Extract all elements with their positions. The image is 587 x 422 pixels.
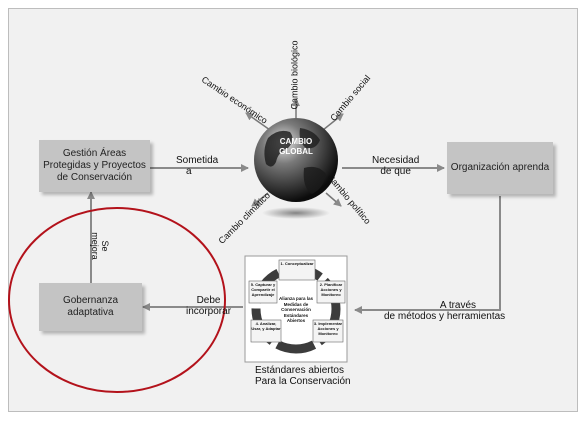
edge-label-debe: Debe incorporar	[186, 295, 231, 317]
node-gobernanza-label: Gobernanza adaptativa	[62, 295, 119, 318]
standards-step3: 3. Implementar Acciones y Monitoreo	[313, 321, 343, 336]
edge-label-se-mejora-line1: Se	[99, 240, 110, 252]
edge-label-sometida: Sometida a	[176, 155, 218, 177]
globe-shadow	[262, 207, 330, 219]
edge-label-atraves: A través de métodos y herramientas	[384, 300, 506, 322]
arrow-to-cambio-economico	[245, 112, 271, 131]
standards-caption-line1: Estándares abiertos	[255, 365, 344, 376]
edge-label-se-mejora-line2: mejora	[89, 232, 100, 260]
standards-step2: 2. Planificar Acciones y Monitoreo	[319, 282, 343, 297]
edge-label-necesidad-line2: de que	[380, 166, 411, 177]
standards-step5: 5. Capturar y Compartir el Aprendizaje	[250, 282, 276, 297]
edge-label-debe-line2: incorporar	[186, 306, 232, 317]
standards-center: Alianza para las Medidas de Conservación…	[278, 296, 314, 323]
globe-label-line2: GLOBAL	[279, 147, 313, 156]
globe-label: CAMBIO GLOBAL	[271, 137, 321, 157]
standards-step4: 4. Analizar, Usar, y Adaptar	[251, 321, 281, 331]
edge-label-atraves-line2: de métodos y herramientas	[384, 311, 506, 322]
edge-label-sometida-line2: a	[186, 166, 192, 177]
standards-step1: 1. Conceptualizar	[280, 261, 314, 266]
cambio-biologico-label: Cambio biológico	[289, 40, 300, 110]
edge-label-necesidad-line1: Necesidad	[372, 155, 420, 166]
arrow-organizacion-to-standards	[354, 196, 501, 314]
node-gestion-label: Gestión Áreas Protegidas y Proyectos de …	[43, 148, 146, 183]
standards-caption-line2: Para la Conservación	[255, 376, 351, 387]
edge-label-atraves-line1: A través	[439, 300, 477, 311]
highlight-ellipse	[8, 207, 226, 393]
edge-label-necesidad: Necesidad de que	[372, 155, 419, 177]
edge-label-debe-line1: Debe	[196, 295, 221, 306]
arrow-to-cambio-climatico	[251, 192, 269, 207]
node-organizacion: Organización aprenda	[447, 142, 553, 194]
edge-label-se-mejora: Se mejora	[90, 232, 110, 260]
node-organizacion-label: Organización aprenda	[450, 162, 550, 173]
node-gestion: Gestión Áreas Protegidas y Proyectos de …	[39, 140, 150, 192]
arrow-to-cambio-social	[322, 113, 344, 131]
standards-caption: Estándares abiertos Para la Conservación	[255, 365, 351, 387]
node-gobernanza: Gobernanza adaptativa	[39, 283, 142, 331]
globe-label-line1: CAMBIO	[279, 137, 313, 146]
arrow-to-cambio-politico	[325, 192, 342, 207]
edge-label-sometida-line1: Sometida	[176, 155, 219, 166]
